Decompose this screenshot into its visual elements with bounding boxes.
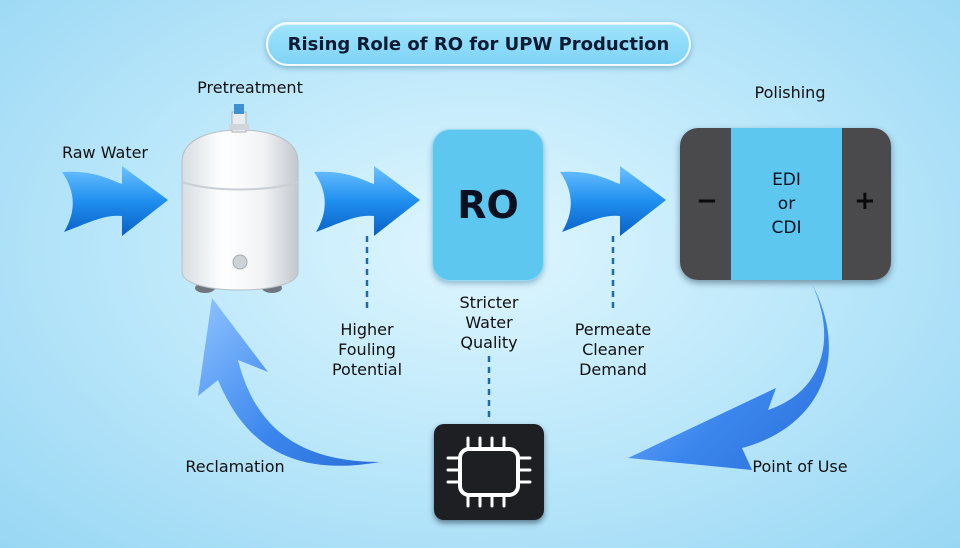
permeate-demand-label: Permeate Cleaner Demand [574, 320, 652, 379]
diagram-title: Rising Role of RO for UPW Production [287, 33, 670, 55]
ro-label: RO [457, 183, 519, 227]
ro-to-polishing-arrow [560, 166, 666, 236]
stricter-quality-label: Stricter Water Quality [459, 293, 519, 352]
edi-plus-sign: + [854, 186, 876, 216]
point-of-use-chip [434, 424, 544, 520]
pretreatment-to-ro-arrow [314, 166, 420, 236]
ro-stage-box: RO [432, 129, 544, 281]
point-of-use-label: Point of Use [752, 457, 848, 476]
point-of-use-curved-arrow [628, 284, 829, 470]
raw-water-arrow [62, 166, 168, 236]
polishing-label: Polishing [754, 83, 826, 102]
reclamation-label: Reclamation [185, 457, 285, 476]
pretreatment-label: Pretreatment [197, 78, 303, 97]
edi-cdi-label: EDI or CDI [771, 170, 802, 238]
higher-fouling-label: Higher Fouling Potential [331, 320, 403, 379]
title-banner: Rising Role of RO for UPW Production [266, 22, 691, 66]
edi-cdi-center: EDI or CDI [731, 128, 842, 280]
water-tank-icon [181, 104, 299, 293]
edi-cdi-stage-box: − EDI or CDI + [680, 128, 891, 280]
reclamation-curved-arrow [198, 298, 380, 466]
raw-water-label: Raw Water [61, 143, 149, 162]
edi-minus-sign: − [696, 186, 718, 216]
